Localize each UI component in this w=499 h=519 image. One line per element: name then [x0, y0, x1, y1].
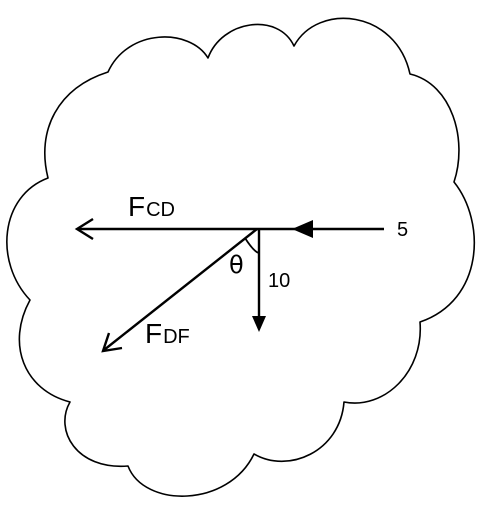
filled-arrowhead-icon — [292, 220, 313, 238]
force-df-arrow-line — [103, 228, 258, 351]
open-arrowhead-icon — [74, 217, 94, 241]
label-force-10: 10 — [268, 270, 290, 292]
label-force-5: 5 — [397, 219, 408, 241]
theta-angle-arc — [244, 237, 260, 254]
free-body-cloud-outline — [6, 17, 476, 497]
label-force-cd: FCD — [128, 191, 175, 222]
label-force-df: FDF — [145, 318, 190, 349]
filled-arrowhead-icon — [252, 316, 266, 332]
label-theta: θ — [229, 251, 244, 279]
open-arrowhead-icon — [101, 332, 123, 353]
